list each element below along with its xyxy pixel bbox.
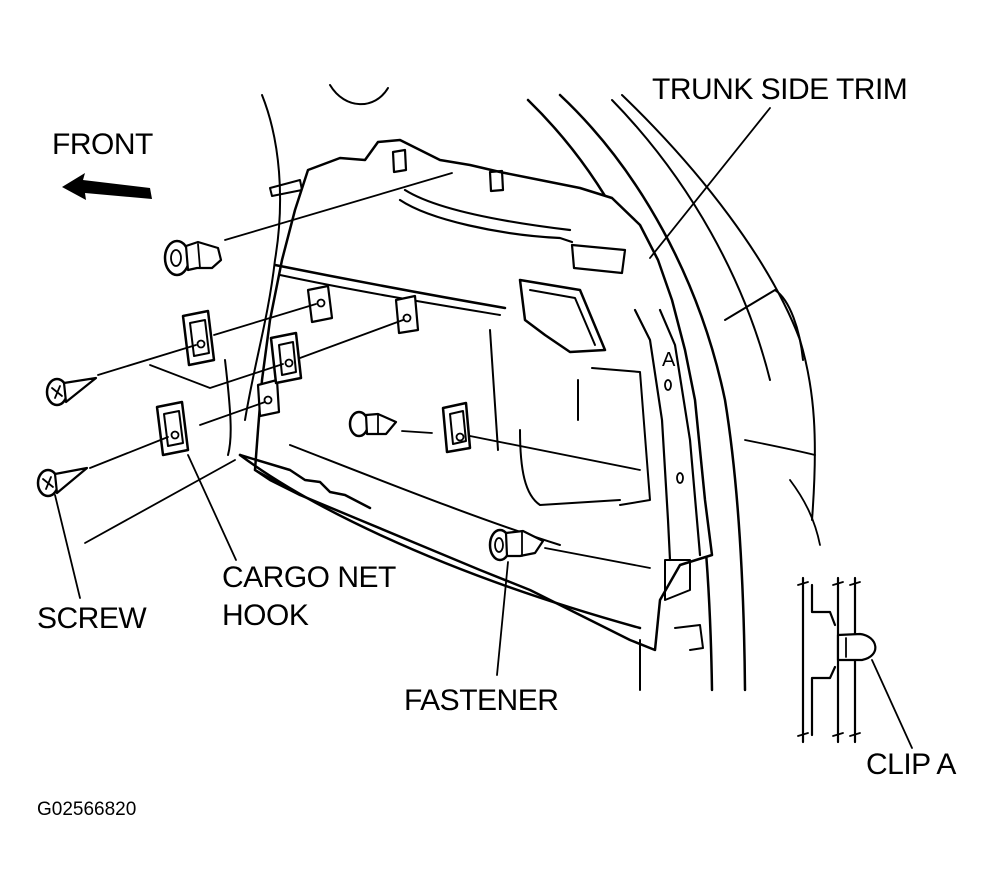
lower-fastener [488,528,545,562]
cargo-net-hook-label-line2: HOOK [222,599,309,632]
fastener-label: FASTENER [404,684,559,717]
screw-lower [36,466,89,498]
screw-upper [45,376,98,407]
leader-lines [54,107,913,749]
left-hardware [36,239,545,562]
clip-marker-label: A [662,349,676,371]
front-label: FRONT [52,128,153,161]
clip-a-detail [797,576,877,744]
arrow-left-icon [62,173,152,200]
figure-id: G02566820 [37,799,137,820]
push-pin-fastener [348,410,398,438]
clip-a-label: CLIP A [866,748,956,781]
plug-fastener-top [163,239,223,277]
trunk-side-trim-label: TRUNK SIDE TRIM [652,73,908,106]
cargo-net-hook-label-line1: CARGO NET [222,561,396,594]
screw-label: SCREW [37,602,147,635]
trunk-side-trim-panel [238,138,714,691]
